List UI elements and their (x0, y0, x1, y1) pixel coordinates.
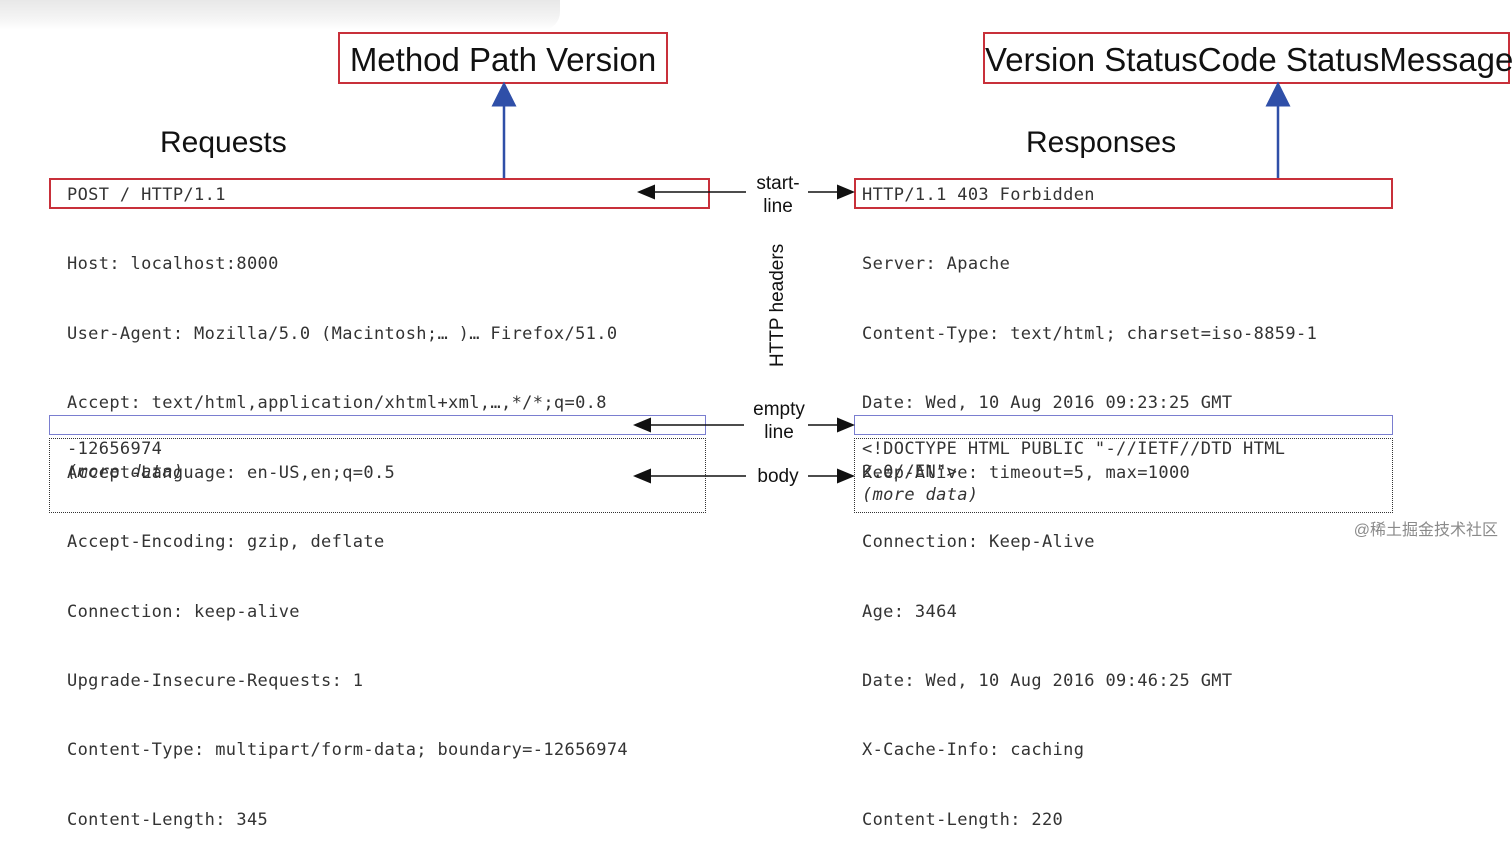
request-header-line: Upgrade-Insecure-Requests: 1 (67, 671, 364, 692)
requests-title: Requests (160, 126, 287, 159)
start-line-label-top: start- (756, 173, 800, 194)
request-start-line: POST / HTTP/1.1 (67, 185, 226, 205)
request-body-more-data: (more data) (67, 462, 184, 482)
response-header-line: Date: Wed, 10 Aug 2016 09:23:25 GMT (862, 393, 1233, 414)
request-header-line: Content-Length: 345 (67, 809, 269, 830)
response-start-line: HTTP/1.1 403 Forbidden (862, 185, 1095, 205)
watermark: @稀土掘金技术社区 (1353, 522, 1498, 539)
body-label: body (757, 466, 799, 487)
response-body-line: <!DOCTYPE HTML PUBLIC "-//IETF//DTD HTML (862, 439, 1286, 459)
start-line-label: start- line (748, 172, 808, 218)
response-header-line: Age: 3464 (862, 601, 958, 622)
response-header-line: X-Cache-Info: caching (862, 740, 1085, 761)
response-header-line: Connection: Keep-Alive (862, 532, 1095, 553)
response-body-more-data: (more data) (862, 485, 979, 505)
request-body-line: -12656974 (67, 439, 163, 459)
responses-title: Responses (1026, 126, 1177, 159)
request-header-line: Accept-Encoding: gzip, deflate (67, 532, 385, 553)
response-header-line: Content-Length: 220 (862, 809, 1064, 830)
diagram-arrows (491, 81, 1291, 484)
request-header-line: Content-Type: multipart/form-data; bound… (67, 740, 628, 761)
empty-line-label: empty line (745, 398, 813, 444)
response-header-line: Keep-Alive: timeout=5, max=1000 (862, 462, 1191, 483)
start-line-label-bottom: line (763, 196, 793, 217)
response-header-line: Server: Apache (862, 254, 1011, 275)
request-header-line: Accept-Language: en-US,en;q=0.5 (67, 462, 396, 483)
request-label-box: Method Path Version (338, 32, 668, 84)
request-header-line: Host: localhost:8000 (67, 254, 279, 275)
request-header-line: User-Agent: Mozilla/5.0 (Macintosh;… )… … (67, 323, 618, 344)
empty-line-label-top: empty (753, 399, 805, 420)
response-header-line: Content-Type: text/html; charset=iso-885… (862, 323, 1318, 344)
response-label-box: Version StatusCode StatusMessage (983, 32, 1512, 84)
top-shade (0, 0, 560, 30)
response-body-line: 2.0//EN"> (862, 462, 958, 482)
request-start-line-box (49, 178, 710, 209)
response-start-line-box (854, 178, 1393, 209)
empty-line-label-bottom: line (764, 422, 794, 443)
response-header-line: Date: Wed, 10 Aug 2016 09:46:25 GMT (862, 671, 1233, 692)
request-header-line: Accept: text/html,application/xhtml+xml,… (67, 393, 607, 414)
request-header-line: Connection: keep-alive (67, 601, 300, 622)
